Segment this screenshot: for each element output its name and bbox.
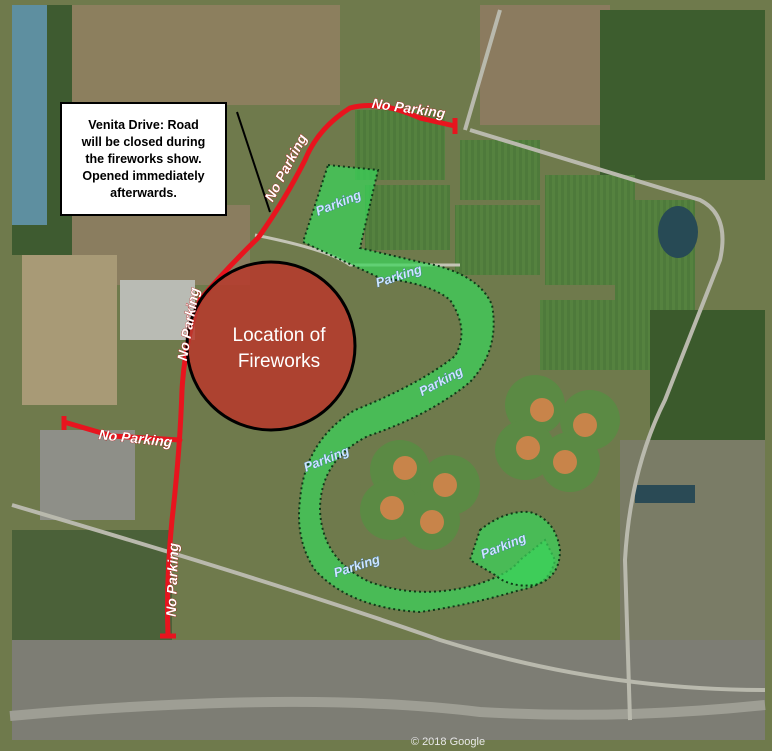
infield <box>393 456 417 480</box>
farm-field-north <box>70 5 340 105</box>
fireworks-location-circle <box>185 260 357 432</box>
pond <box>658 206 698 258</box>
main-road <box>9 696 766 721</box>
woodland-east <box>600 10 765 180</box>
infield <box>380 496 404 520</box>
parking-zone-loop <box>468 510 562 587</box>
parking-zone <box>298 163 557 614</box>
water-west <box>12 5 47 225</box>
sports-field <box>455 205 540 275</box>
town-south <box>12 640 765 740</box>
road-closure-callout: Venita Drive: Road will be closed during… <box>60 102 227 216</box>
infield <box>530 398 554 422</box>
fireworks-label-line2: Fireworks <box>238 351 320 372</box>
sports-field <box>365 185 450 250</box>
infield <box>433 473 457 497</box>
map-copyright: © 2018 Google <box>411 736 485 748</box>
east-road <box>469 128 725 721</box>
pond <box>635 485 695 503</box>
road-closure-callout-text: Venita Drive: Road will be closed during… <box>81 117 206 200</box>
infield <box>573 413 597 437</box>
sports-field <box>460 140 540 200</box>
industrial-lot <box>120 280 195 340</box>
sports-field <box>540 300 650 370</box>
farm-field-northeast <box>480 5 610 125</box>
no-parking-label: No Parking <box>163 542 182 617</box>
infield <box>553 450 577 474</box>
callout-pointer <box>236 111 271 213</box>
no-parking-road-west <box>61 419 183 443</box>
infield <box>420 510 444 534</box>
woodland-southeast <box>650 310 765 450</box>
construction-area <box>22 255 117 405</box>
north-road <box>463 9 502 131</box>
infield <box>516 436 540 460</box>
commercial-area <box>40 430 135 520</box>
fireworks-label-line1: Location of <box>233 325 327 346</box>
